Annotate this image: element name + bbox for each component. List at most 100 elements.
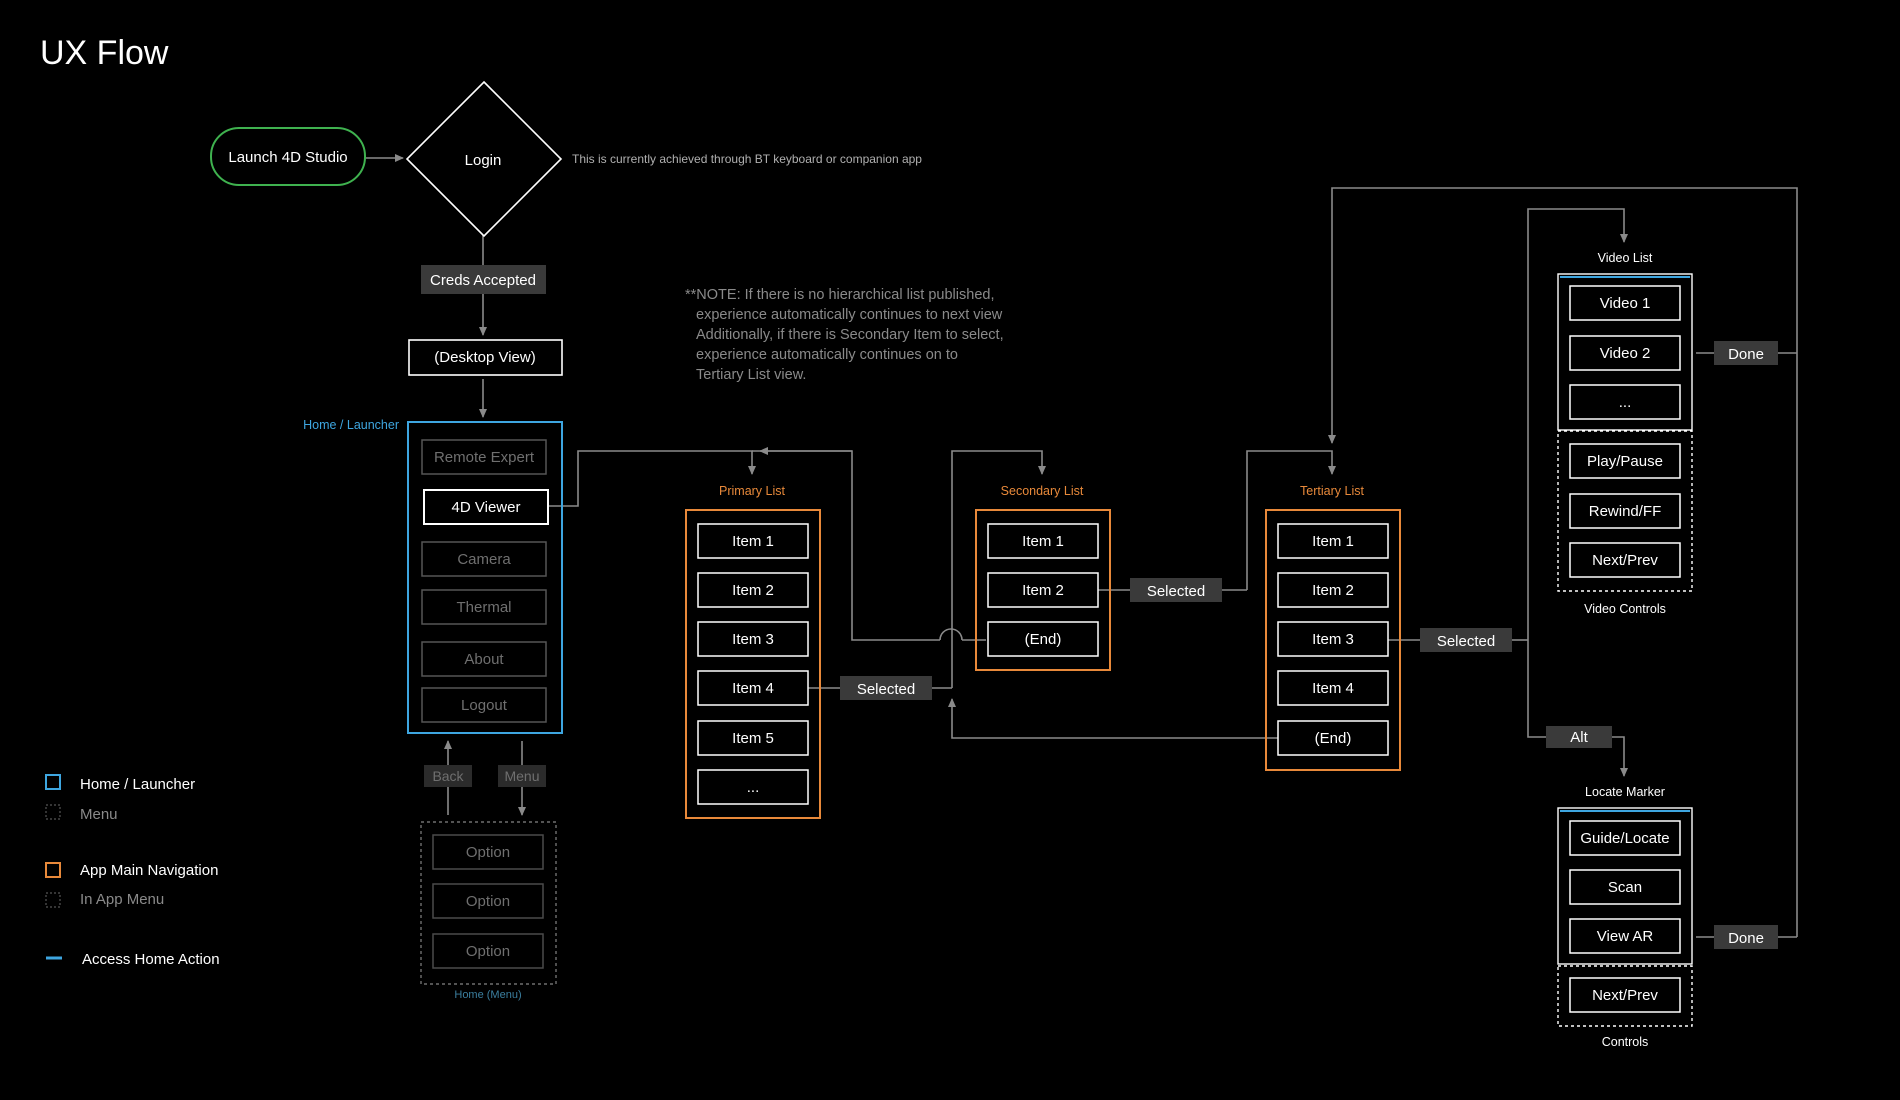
locate-control-label: Next/Prev (1592, 987, 1658, 1004)
creds-accepted-label: Creds Accepted (430, 272, 536, 289)
video-item-label: ... (1619, 394, 1632, 411)
desktop-view-label: (Desktop View) (434, 349, 535, 366)
tertiary-item-box[interactable] (1277, 621, 1389, 657)
tertiary-item-box[interactable] (1277, 670, 1389, 706)
locate-item-label: Guide/Locate (1580, 830, 1669, 847)
page-title: UX Flow (40, 34, 169, 72)
video-control-box[interactable] (1569, 542, 1681, 578)
connectors (365, 154, 1798, 938)
home-menu-label: Home (Menu) (454, 989, 521, 1001)
tertiary-item-box[interactable] (1277, 720, 1389, 756)
locate-control-box[interactable] (1569, 977, 1681, 1013)
video-control-box[interactable] (1569, 493, 1681, 529)
video-item-label: Video 1 (1600, 295, 1651, 312)
primary-list-panel (685, 509, 821, 819)
home-launcher-panel (407, 421, 563, 734)
primary-item-label: Item 4 (732, 680, 774, 697)
primary-item-box[interactable] (697, 621, 809, 657)
legend: Home / Launcher Menu App Main Navigation… (45, 774, 220, 968)
done-tag-locate (1714, 925, 1778, 949)
note-line: Additionally, if there is Secondary Item… (696, 327, 1004, 343)
home-item-logout-box[interactable] (421, 687, 547, 723)
note-line: Tertiary List view. (696, 367, 806, 383)
home-item-4d-viewer-label: 4D Viewer (452, 499, 521, 516)
legend-access-label: Access Home Action (82, 951, 220, 968)
selected-tag-tertiary (1420, 628, 1512, 652)
legend-app-label: App Main Navigation (80, 862, 218, 879)
selected-label: Selected (857, 681, 915, 698)
desktop-view-node[interactable] (408, 339, 563, 376)
home-item-camera-box[interactable] (421, 541, 547, 577)
legend-home-swatch (45, 774, 61, 790)
home-item-about-box[interactable] (421, 641, 547, 677)
locate-item-label: Scan (1608, 879, 1642, 896)
secondary-item-box[interactable] (987, 621, 1099, 657)
alt-tag (1546, 726, 1612, 748)
home-item-remote-expert-box[interactable] (421, 439, 547, 475)
note-text: **NOTE: If there is no hierarchical list… (685, 287, 1004, 383)
secondary-item-label: Item 2 (1022, 582, 1064, 599)
locate-item-box[interactable] (1569, 820, 1681, 856)
video-control-label: Next/Prev (1592, 552, 1658, 569)
launch-4d-studio-node[interactable] (210, 127, 366, 186)
menu-option-label: Option (466, 844, 510, 861)
login-note: This is currently achieved through BT ke… (572, 152, 922, 166)
video-control-box[interactable] (1569, 443, 1681, 479)
menu-option-box[interactable] (432, 883, 544, 919)
locate-item-box[interactable] (1569, 869, 1681, 905)
done-tag-video (1714, 341, 1778, 365)
secondary-item-label: Item 1 (1022, 533, 1064, 550)
primary-item-box[interactable] (697, 720, 809, 756)
tertiary-item-label: Item 2 (1312, 582, 1354, 599)
tertiary-item-box[interactable] (1277, 523, 1389, 559)
legend-app-swatch (45, 862, 61, 878)
secondary-list-items: Item 1 Item 2 (End) (987, 523, 1099, 657)
menu-label: Menu (504, 768, 539, 784)
video-item-box[interactable] (1569, 384, 1681, 420)
tertiary-item-box[interactable] (1277, 572, 1389, 608)
login-decision (405, 80, 563, 238)
locate-controls-panel (1557, 965, 1693, 1027)
secondary-list-panel (975, 509, 1111, 671)
home-item-4d-viewer-box[interactable] (423, 489, 549, 525)
home-item-thermal-box[interactable] (421, 589, 547, 625)
primary-item-label: Item 3 (732, 631, 774, 648)
tertiary-item-label: Item 3 (1312, 631, 1354, 648)
menu-option-box[interactable] (432, 834, 544, 870)
locate-item-box[interactable] (1569, 918, 1681, 954)
done-label: Done (1728, 930, 1764, 947)
done-label: Done (1728, 346, 1764, 363)
legend-home-label: Home / Launcher (80, 776, 195, 793)
login-label: Login (465, 152, 502, 169)
primary-item-box[interactable] (697, 572, 809, 608)
selected-label: Selected (1437, 633, 1495, 650)
home-item-thermal-label: Thermal (456, 599, 511, 616)
video-item-label: Video 2 (1600, 345, 1651, 362)
primary-item-label: Item 5 (732, 730, 774, 747)
video-controls-panel (1557, 430, 1693, 592)
primary-item-box[interactable] (697, 670, 809, 706)
creds-accepted-tag (421, 265, 546, 294)
legend-inapp-label: In App Menu (80, 891, 164, 908)
primary-item-box[interactable] (697, 523, 809, 559)
video-item-box[interactable] (1569, 285, 1681, 321)
primary-item-box[interactable] (697, 769, 809, 805)
note-line: experience automatically continues on to (696, 347, 958, 363)
secondary-item-label: (End) (1025, 631, 1062, 648)
locate-item-label: View AR (1597, 928, 1654, 945)
locate-marker-panel (1557, 807, 1693, 965)
video-list-panel (1557, 273, 1693, 431)
note-line: **NOTE: If there is no hierarchical list… (685, 287, 994, 303)
video-item-box[interactable] (1569, 335, 1681, 371)
secondary-item-box[interactable] (987, 523, 1099, 559)
selected-tag-primary (840, 676, 932, 700)
menu-option-box[interactable] (432, 933, 544, 969)
note-line: experience automatically continues to ne… (696, 307, 1003, 323)
secondary-item-box[interactable] (987, 572, 1099, 608)
video-control-label: Rewind/FF (1589, 503, 1662, 520)
